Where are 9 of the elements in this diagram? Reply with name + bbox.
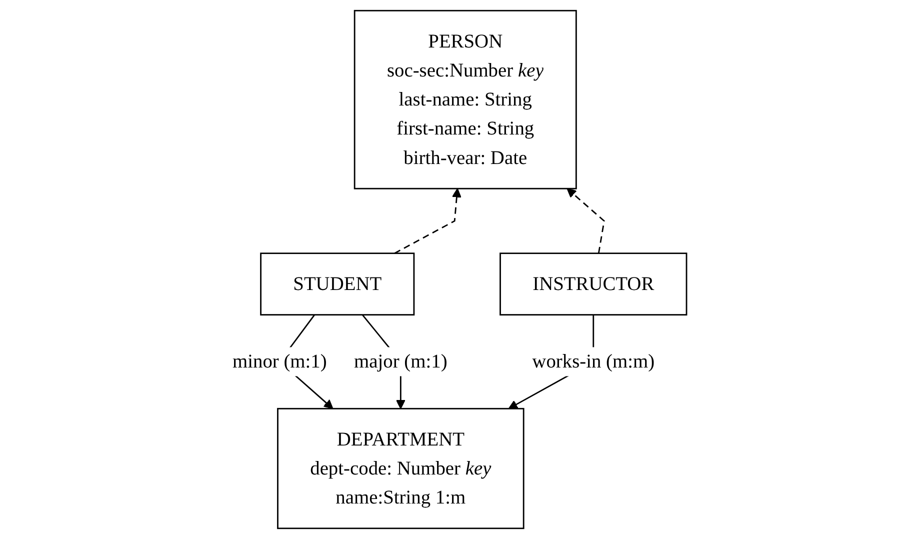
node-box: STUDENT bbox=[260, 252, 415, 316]
arrow bbox=[566, 188, 605, 254]
edge-label: minor (m:1) bbox=[232, 350, 327, 372]
node-box: DEPARTMENT dept-code: Number key name:String 1:m bbox=[277, 408, 524, 530]
node-box: INSTRUCTOR bbox=[500, 252, 688, 316]
node-box: PERSON soc-sec:Number key last-name: String first-name: String birth-vear: Date bbox=[354, 10, 577, 190]
edge-label: major (m:1) bbox=[354, 350, 448, 372]
arrow bbox=[394, 188, 462, 254]
edge-label: works-in (m:m) bbox=[532, 350, 655, 372]
